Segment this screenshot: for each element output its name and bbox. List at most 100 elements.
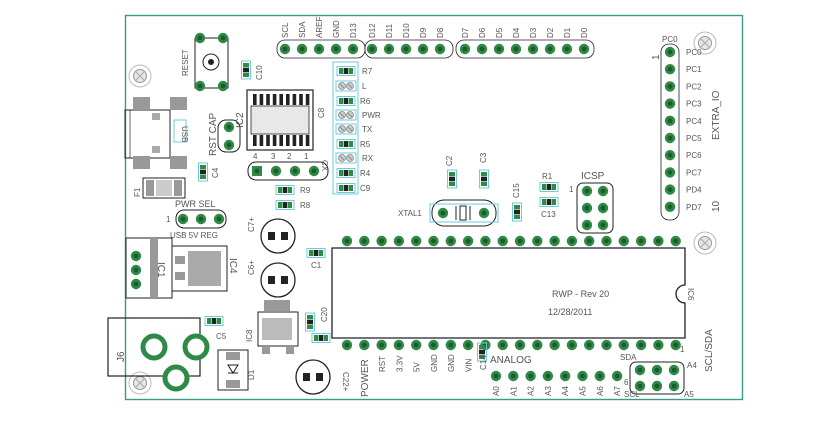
pwr-sel-1: 1 (166, 215, 171, 224)
analog-pin (594, 370, 605, 382)
pwr-sel-label: PWR SEL (175, 199, 216, 209)
scl-sda-title: SCL/SDA (704, 329, 715, 372)
c7-label: C7+ (247, 217, 256, 232)
ic4-regulator: IC1 IC4 (125, 237, 238, 299)
mcu-pin-top (462, 235, 474, 247)
rst-cap-label: RST CAP (208, 113, 219, 156)
extra-io-pin (664, 115, 676, 126)
mounting-hole-tl (128, 64, 152, 88)
mounting-hole-bl (128, 371, 152, 395)
top-header-pin-label: D9 (419, 27, 428, 38)
r4-label: R4 (360, 169, 371, 178)
top-header-pin (578, 43, 590, 55)
mcu-pin-top (584, 235, 595, 247)
ic2-chip: IC2 C8 (235, 89, 326, 151)
mcu-pin-bottom (514, 339, 526, 351)
analog-pin-label: A6 (596, 386, 605, 396)
r8-label: R8 (300, 201, 311, 210)
extra-io-pin (664, 63, 676, 75)
top-header-pin-label: AREF (315, 17, 324, 38)
hdr-6-label: 6 (624, 378, 629, 387)
mcu-pin-bottom (601, 339, 612, 351)
usb-connector: USB (124, 97, 189, 169)
mcu-pin-bottom (635, 339, 647, 351)
ic2-pin (299, 135, 303, 146)
mcu-pin-top (411, 235, 422, 247)
mcu-pin-bottom (549, 339, 560, 351)
analog-pin-label: A5 (579, 386, 588, 396)
mcu-pin-top (359, 235, 370, 247)
r7-label: R7 (362, 67, 373, 76)
icsp-header: ICSP 1 (569, 171, 614, 234)
mcu-pin-bottom (445, 339, 456, 351)
mcu-pin-bottom (359, 339, 370, 351)
top-header-pin (330, 43, 342, 55)
top-header-pin (434, 43, 446, 55)
ic2-pin (286, 135, 290, 146)
mcu-pin-bottom (566, 339, 578, 351)
top-header-pin-label: D2 (546, 27, 555, 38)
ic4-label: IC4 (227, 258, 238, 274)
ic2-pin (292, 94, 297, 105)
top-header-pin-label: D12 (368, 23, 377, 38)
ic2-pin (272, 94, 277, 105)
c8-label: C8 (317, 107, 326, 118)
f1-label: F1 (133, 187, 142, 197)
scl-label: SCL (624, 390, 640, 399)
c5-label: C5 (216, 332, 227, 341)
analog-pin-label: A3 (544, 386, 553, 396)
mcu-pin-bottom (497, 339, 508, 351)
d1-label: D1 (247, 369, 256, 380)
top-header-pin-label: D10 (402, 23, 411, 38)
power-label: POWER (360, 359, 371, 397)
c3-label: C3 (479, 152, 488, 163)
mcu-pin-bottom (341, 339, 353, 351)
top-header-pin (400, 43, 412, 55)
main-mcu-chip: RWP - Rev 20 12/28/2011 IC6 (331, 235, 695, 351)
c6-label: C6+ (247, 260, 256, 275)
pwr-sel-header: PWR SEL 1 USB 5V REG (166, 199, 227, 240)
ic2-pin (266, 94, 270, 105)
cx-num-2: 2 (287, 152, 292, 161)
top-header-pin (347, 43, 359, 55)
top-header-pin-label: D0 (580, 27, 589, 38)
reset-button-footprint: RESET (181, 32, 229, 92)
mcu-pin-top (635, 235, 647, 247)
mcu-pin-bottom (428, 339, 439, 351)
ic2-label: IC2 (235, 112, 246, 128)
top-header-pin (493, 43, 505, 55)
mcu-pin-top (428, 235, 439, 247)
c9-label: C9 (360, 184, 371, 193)
extra-io-pin-label: PC6 (686, 151, 702, 160)
crystal-xtal1: XTAL1 (398, 199, 499, 227)
ic1-label: IC1 (155, 262, 166, 278)
extra-io-pin (664, 98, 676, 109)
analog-pin-label: A0 (492, 386, 501, 396)
mcu-pin-top (566, 235, 578, 247)
analog-pin-label: A4 (561, 386, 570, 396)
extra-io-pin (664, 150, 676, 161)
usb-label: USB (180, 126, 189, 142)
ic2-pin (259, 135, 264, 146)
mounting-hole-mr (693, 231, 717, 255)
top-header-pin-label: D4 (512, 27, 521, 38)
mcu-pin-top (549, 235, 560, 247)
top-header-pin (510, 43, 522, 55)
power-pin-label: GND (447, 354, 456, 372)
extra-io-pin-label: PC4 (686, 117, 702, 126)
ic2-pin (299, 94, 303, 105)
extra-io-title: EXTRA_IO (711, 90, 722, 140)
top-header-pin-label: GND (332, 20, 341, 38)
ic2-pin (259, 94, 264, 105)
board-date: 12/28/2011 (548, 307, 592, 317)
mcu-pin-top (341, 235, 353, 247)
c15-label: C15 (512, 183, 521, 198)
r1-label: R1 (542, 172, 553, 181)
ic2-pin (253, 94, 257, 105)
ic2-pin (305, 94, 310, 105)
top-header-pin (313, 43, 325, 55)
analog-label: ANALOG (490, 355, 532, 366)
top-header-pin (296, 43, 308, 55)
